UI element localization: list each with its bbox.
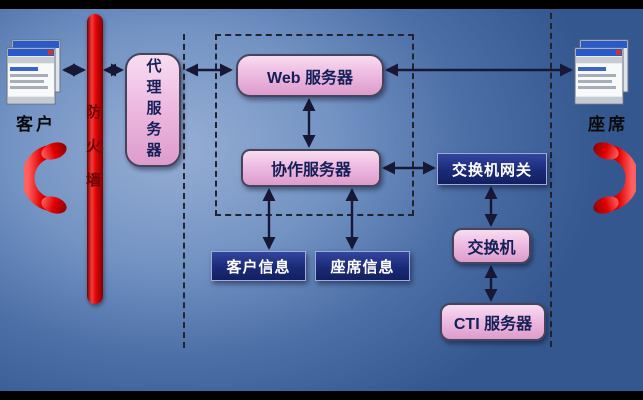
client-phone-icon [21,142,68,214]
firewall-label: 防火墙 [84,104,101,206]
agent-info-node: 座席信息 [315,251,410,281]
agent-computer-icon [574,38,630,108]
agent-phone-icon [592,142,639,214]
letterbox-bottom [0,391,643,400]
proxy-server-node: 代理服务器 [125,53,181,167]
firewall-bar [87,14,103,304]
server-zone-dashed-border [215,34,414,216]
switch-gateway-node: 交换机网关 [437,153,547,185]
right-dashed-divider [550,13,552,347]
cti-server-node: CTI 服务器 [440,303,546,341]
switch-node: 交换机 [452,228,531,264]
client-label: 客户 [16,115,56,134]
left-dashed-divider [183,34,185,348]
letterbox-top [0,0,643,9]
collaboration-server-node: 协作服务器 [241,149,381,187]
client-computer-icon [6,38,62,108]
agent-label: 座席 [588,115,628,134]
web-server-node: Web 服务器 [236,54,384,97]
client-info-node: 客户信息 [211,251,306,281]
